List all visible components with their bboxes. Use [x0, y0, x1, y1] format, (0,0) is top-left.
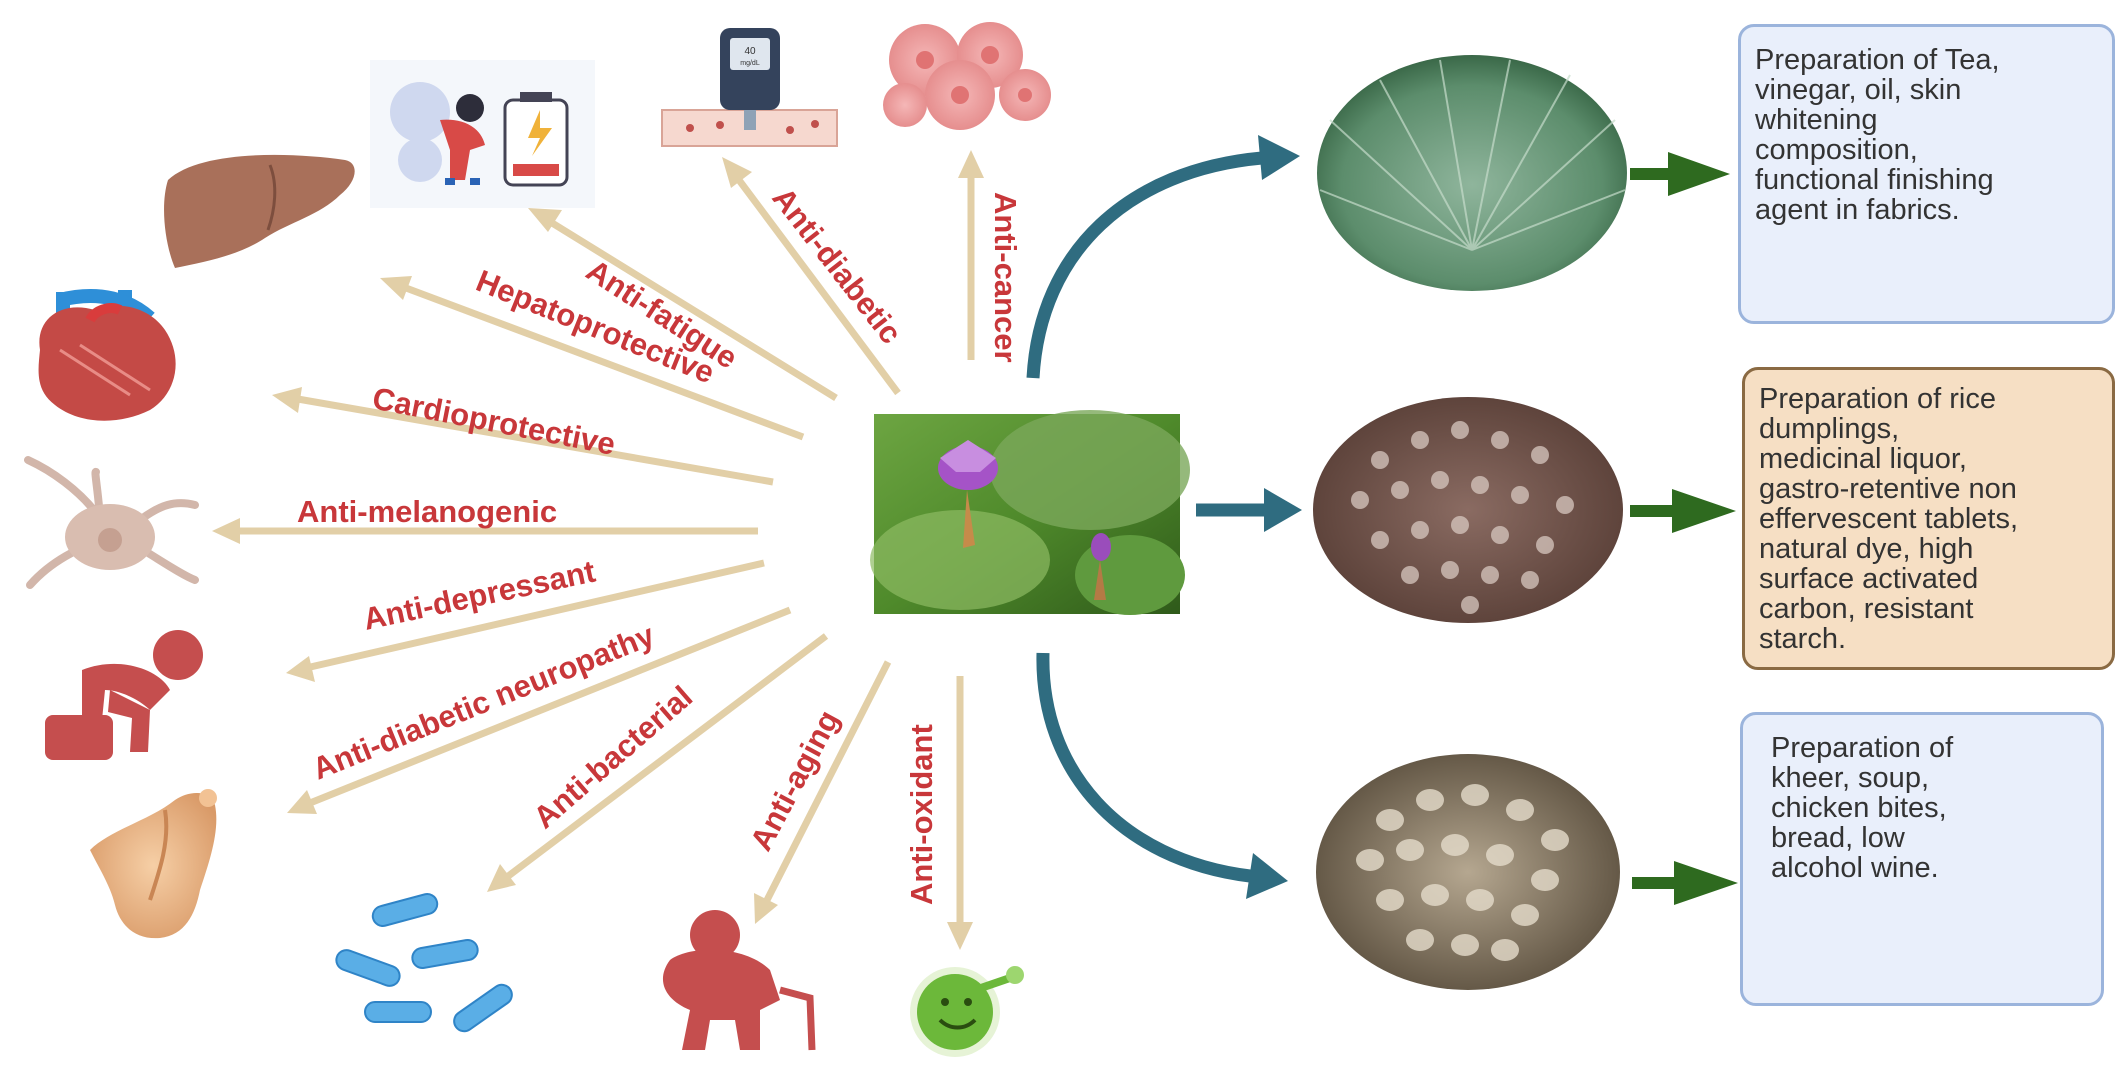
arrow-cardioprotective	[291, 394, 774, 486]
arrow-anti-bacterial	[500, 633, 829, 883]
seed-uses-box: Preparation of rice dumplings, medicinal…	[1742, 367, 2115, 670]
depressed-person-icon	[45, 630, 203, 760]
arrow-anti-diabetic	[730, 169, 901, 396]
cancer-cells-icon	[883, 22, 1051, 130]
arrowhead-hepatoprotective	[380, 276, 412, 300]
green-arrows	[1630, 152, 1738, 905]
arrow-hepatoprotective	[396, 281, 805, 441]
green-arrow-seeds-shaft	[1630, 505, 1672, 517]
green-arrow-popped-shaft	[1632, 877, 1674, 889]
arrow-anti-diabetic-neuropathy	[303, 606, 792, 809]
label-anti-depressant: Anti-depressant	[360, 554, 598, 637]
teal-arrowhead-leaf	[1258, 135, 1300, 180]
arrowhead-cardioprotective	[272, 387, 302, 413]
arrowhead-anti-melanogenic	[212, 518, 240, 544]
green-arrow-leaf-shaft	[1630, 168, 1672, 180]
glucometer-value: 40	[744, 46, 756, 57]
label-anti-diabetic: Anti-diabetic	[765, 181, 908, 350]
neuropathy-foot-icon	[90, 789, 217, 939]
arrowhead-anti-aging	[754, 893, 778, 924]
green-arrowhead-popped	[1674, 861, 1738, 905]
popped-seed-uses-box: Preparation of kheer, soup, chicken bite…	[1740, 712, 2104, 1006]
euryale-plant-photo	[870, 410, 1190, 615]
arrowhead-anti-oxidant	[947, 922, 973, 950]
arrowhead-anti-diabetic-neuropathy	[287, 790, 317, 814]
teal-arrow-leaf	[1026, 151, 1263, 379]
teal-arrow-popped	[1036, 652, 1251, 883]
label-anti-cancer: Anti-cancer	[988, 192, 1023, 363]
glucometer-icon: 40 mg/dL	[661, 28, 838, 147]
green-arrowhead-seeds	[1672, 489, 1736, 533]
teal-arrowhead-popped	[1246, 853, 1288, 899]
elderly-person-icon	[662, 910, 816, 1051]
arrow-anti-fatigue	[542, 215, 838, 401]
arrowhead-anti-bacterial	[487, 864, 516, 892]
antioxidant-molecule-icon	[910, 966, 1024, 1057]
label-anti-melanogenic: Anti-melanogenic	[297, 494, 557, 529]
arrowhead-anti-diabetic	[722, 157, 752, 188]
popped-seeds-photo	[1316, 754, 1620, 990]
bacteria-icon	[335, 893, 513, 1033]
liver-icon	[164, 154, 355, 268]
lily-leaf-photo	[1317, 55, 1627, 291]
activity-arrowheads	[212, 150, 984, 950]
label-anti-oxidant: Anti-oxidant	[904, 724, 939, 905]
leaf-uses-box: Preparation of Tea, vinegar, oil, skin w…	[1738, 24, 2115, 324]
arrow-anti-aging	[760, 660, 892, 908]
glucometer-unit: mg/dL	[740, 60, 760, 67]
arrowhead-anti-cancer	[958, 150, 984, 178]
heart-icon	[38, 289, 176, 421]
arrow-anti-depressant	[305, 559, 765, 672]
arrowhead-anti-fatigue	[528, 208, 562, 232]
teal-arrowhead-seeds	[1264, 488, 1302, 532]
melanocyte-icon	[24, 456, 199, 589]
activity-arrows	[232, 168, 975, 932]
seeds-photo	[1313, 397, 1623, 623]
use-arrows	[1026, 151, 1270, 883]
label-cardioprotective: Cardioprotective	[370, 381, 618, 462]
arrowhead-anti-depressant	[286, 656, 315, 682]
green-arrowhead-leaf	[1668, 152, 1730, 196]
fatigue-icon	[370, 60, 595, 208]
